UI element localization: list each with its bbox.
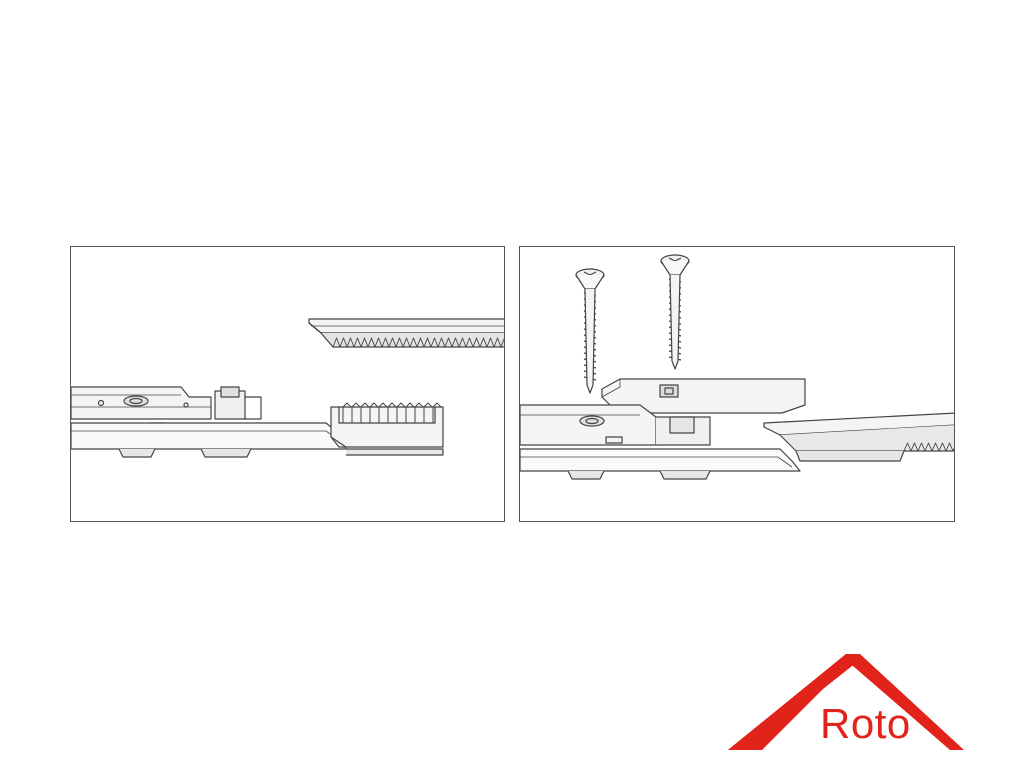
roto-logo-text: Roto: [820, 700, 911, 747]
step-1-illustration: [71, 318, 504, 458]
main-rail: [71, 386, 347, 458]
cover-plate: [601, 378, 806, 414]
roto-logo: [728, 654, 964, 750]
step-2-illustration: [520, 254, 954, 480]
assembled-rail: [520, 404, 954, 480]
installation-step-1-panel: [70, 246, 505, 522]
gear-carrier: [330, 402, 444, 456]
screw-icon: [575, 268, 605, 394]
installation-step-2-panel: [519, 246, 955, 522]
gear-rack: [308, 318, 504, 348]
screw-icon: [660, 254, 690, 370]
